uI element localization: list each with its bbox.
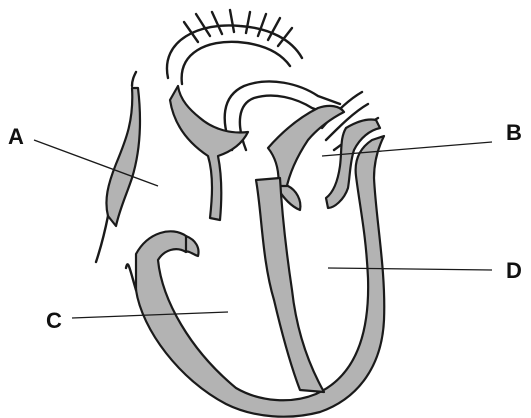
aortic-arch xyxy=(167,10,302,84)
right-atrium-wall xyxy=(106,88,140,226)
leader-d xyxy=(328,268,492,270)
label-b: B xyxy=(506,120,522,145)
aorta-root-wall xyxy=(170,86,248,220)
label-a: A xyxy=(8,124,24,149)
septum xyxy=(256,178,324,392)
label-d: D xyxy=(506,258,522,283)
label-c: C xyxy=(46,308,62,333)
vena-cava-upper xyxy=(132,72,136,86)
tricuspid-valve xyxy=(186,236,199,256)
vena-cava-lower xyxy=(96,216,108,262)
ventricle-outer-left xyxy=(126,264,136,290)
